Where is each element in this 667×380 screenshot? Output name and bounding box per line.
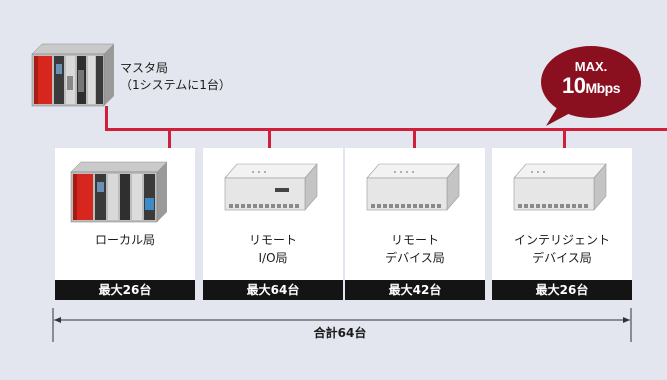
- station-max-count: 最大26台: [55, 280, 195, 300]
- station-max-count: 最大26台: [492, 280, 632, 300]
- network-bus-line: [105, 128, 667, 131]
- total-station-count: 合計64台: [313, 326, 367, 340]
- drop-line-intelligent-device: [563, 128, 566, 148]
- drop-line-remote-io: [268, 128, 271, 148]
- master-station-label: マスタ局 （1システムに1台）: [120, 60, 231, 94]
- remote-device-module-icon: [366, 163, 460, 211]
- station-card-intelligent-device: インテリジェント デバイス局 最大26台: [492, 148, 632, 300]
- master-station-note: （1システムに1台）: [120, 78, 231, 92]
- speed-badge-text: MAX. 10Mbps: [548, 60, 634, 100]
- master-plc-icon: [31, 43, 115, 107]
- speed-unit: Mbps: [585, 80, 621, 96]
- drop-line-remote-device: [413, 128, 416, 148]
- master-station-name: マスタ局: [120, 61, 169, 75]
- station-name: リモート デバイス局: [385, 233, 445, 265]
- station-name: リモート I/O局: [248, 233, 297, 265]
- speed-badge: [541, 46, 641, 126]
- station-name: ローカル局: [94, 233, 155, 247]
- remote-io-module-icon: [224, 163, 318, 211]
- drop-line-local: [168, 128, 171, 148]
- station-card-remote-device: リモート デバイス局 最大42台: [345, 148, 485, 300]
- station-card-remote-io: リモート I/O局 最大64台: [203, 148, 343, 300]
- speed-prefix: MAX.: [574, 59, 608, 74]
- local-plc-icon: [70, 161, 168, 223]
- intelligent-device-module-icon: [513, 163, 607, 211]
- speed-value: 10: [561, 73, 586, 98]
- master-drop-line: [105, 106, 108, 131]
- station-card-local: ローカル局 最大26台: [55, 148, 195, 300]
- station-max-count: 最大42台: [345, 280, 485, 300]
- station-max-count: 最大64台: [203, 280, 343, 300]
- station-name: インテリジェント デバイス局: [513, 233, 610, 265]
- total-span-arrow: [52, 308, 632, 342]
